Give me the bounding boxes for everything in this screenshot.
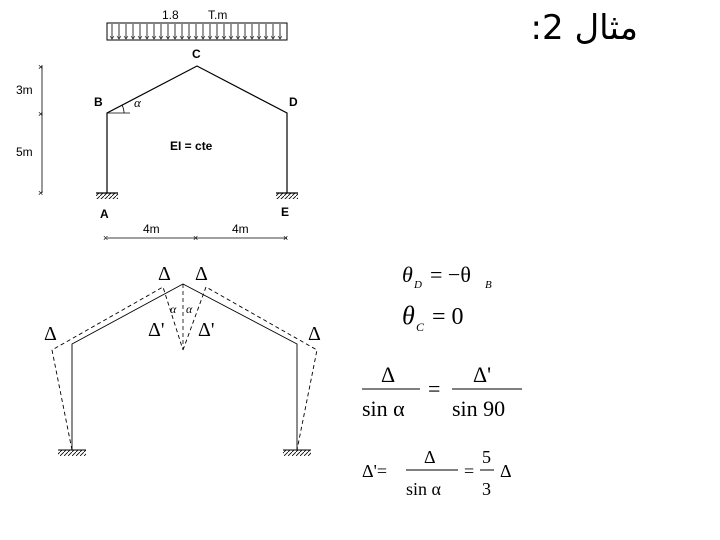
svg-text:×: × bbox=[38, 62, 43, 72]
node-a-label: A bbox=[100, 207, 109, 221]
svg-text:sin α: sin α bbox=[362, 396, 405, 421]
original-frame bbox=[71, 283, 298, 450]
svg-text:×: × bbox=[283, 233, 288, 243]
node-d-label: D bbox=[289, 95, 298, 109]
alpha-right: α bbox=[186, 302, 193, 316]
delta-top-right: Δ bbox=[195, 263, 208, 285]
svg-text:×: × bbox=[103, 233, 108, 243]
vertical-dimension: × × × 3m 5m bbox=[16, 62, 43, 198]
equation-theta-d: θ D = −θ B bbox=[402, 262, 492, 291]
svg-text:×: × bbox=[38, 188, 43, 198]
equation-result: Δ'= Δ sin α = 5 3 Δ bbox=[362, 447, 512, 499]
deformed-frame-left bbox=[51, 286, 184, 451]
ei-label: EI = cte bbox=[170, 139, 213, 153]
svg-text:=: = bbox=[428, 376, 440, 401]
svg-text:B: B bbox=[485, 279, 492, 291]
svg-text:5: 5 bbox=[482, 447, 491, 467]
svg-text:Δ': Δ' bbox=[473, 362, 491, 387]
svg-text:×: × bbox=[38, 109, 43, 119]
support-a bbox=[96, 192, 118, 199]
distributed-load: 1.8 T.m bbox=[106, 8, 288, 41]
svg-text:×: × bbox=[193, 233, 198, 243]
svg-text:Δ'=: Δ'= bbox=[362, 461, 387, 481]
dim-3m: 3m bbox=[16, 83, 33, 97]
svg-text:Δ: Δ bbox=[500, 461, 512, 481]
support-right bbox=[283, 449, 311, 456]
load-arrows bbox=[109, 24, 283, 40]
equation-ratio: Δ sin α = Δ' sin 90 bbox=[362, 362, 522, 421]
svg-text:= 0: = 0 bbox=[432, 304, 464, 330]
dim-5m: 5m bbox=[16, 145, 33, 159]
svg-text:Δ: Δ bbox=[424, 447, 436, 467]
frame-diagram: 1.8 T.m α A B C D E EI = c bbox=[16, 8, 298, 243]
equation-theta-c: θ C = 0 bbox=[402, 301, 464, 334]
deformed-frame-right bbox=[182, 286, 318, 451]
svg-text:3: 3 bbox=[482, 479, 491, 499]
alpha-left: α bbox=[170, 302, 177, 316]
support-e bbox=[276, 192, 298, 199]
svg-text:=: = bbox=[464, 461, 474, 481]
svg-text:θ: θ bbox=[402, 262, 413, 287]
support-left bbox=[58, 449, 86, 456]
delta-top-left: Δ bbox=[158, 263, 171, 285]
svg-text:Δ: Δ bbox=[381, 362, 395, 387]
delta-prime-right: Δ' bbox=[198, 319, 214, 341]
equations: θ D = −θ B θ C = 0 Δ sin α = Δ' sin 90 bbox=[362, 262, 522, 499]
angle-label: α bbox=[134, 95, 142, 110]
delta-left: Δ bbox=[44, 323, 57, 345]
node-b-label: B bbox=[94, 95, 103, 109]
dim-4m-right: 4m bbox=[232, 222, 249, 236]
svg-text:D: D bbox=[413, 279, 422, 291]
delta-prime-left: Δ' bbox=[148, 319, 164, 341]
svg-text:C: C bbox=[416, 320, 425, 334]
dim-4m-left: 4m bbox=[143, 222, 160, 236]
svg-text:sin α: sin α bbox=[406, 479, 442, 499]
svg-text:sin 90: sin 90 bbox=[452, 396, 505, 421]
delta-right: Δ bbox=[308, 323, 321, 345]
horizontal-dimension: × × × 4m 4m bbox=[103, 222, 288, 243]
svg-text:= −θ: = −θ bbox=[430, 262, 471, 287]
node-c-label: C bbox=[192, 47, 201, 61]
deformation-diagram: Δ Δ Δ Δ Δ' Δ' α α bbox=[44, 263, 321, 456]
slide-title: مثال 2: bbox=[530, 8, 638, 48]
node-e-label: E bbox=[281, 205, 289, 219]
frame-members bbox=[106, 65, 288, 193]
svg-text:θ: θ bbox=[402, 301, 415, 330]
load-unit: T.m bbox=[208, 8, 227, 22]
angle-arc bbox=[121, 104, 125, 114]
load-value: 1.8 bbox=[162, 8, 179, 22]
